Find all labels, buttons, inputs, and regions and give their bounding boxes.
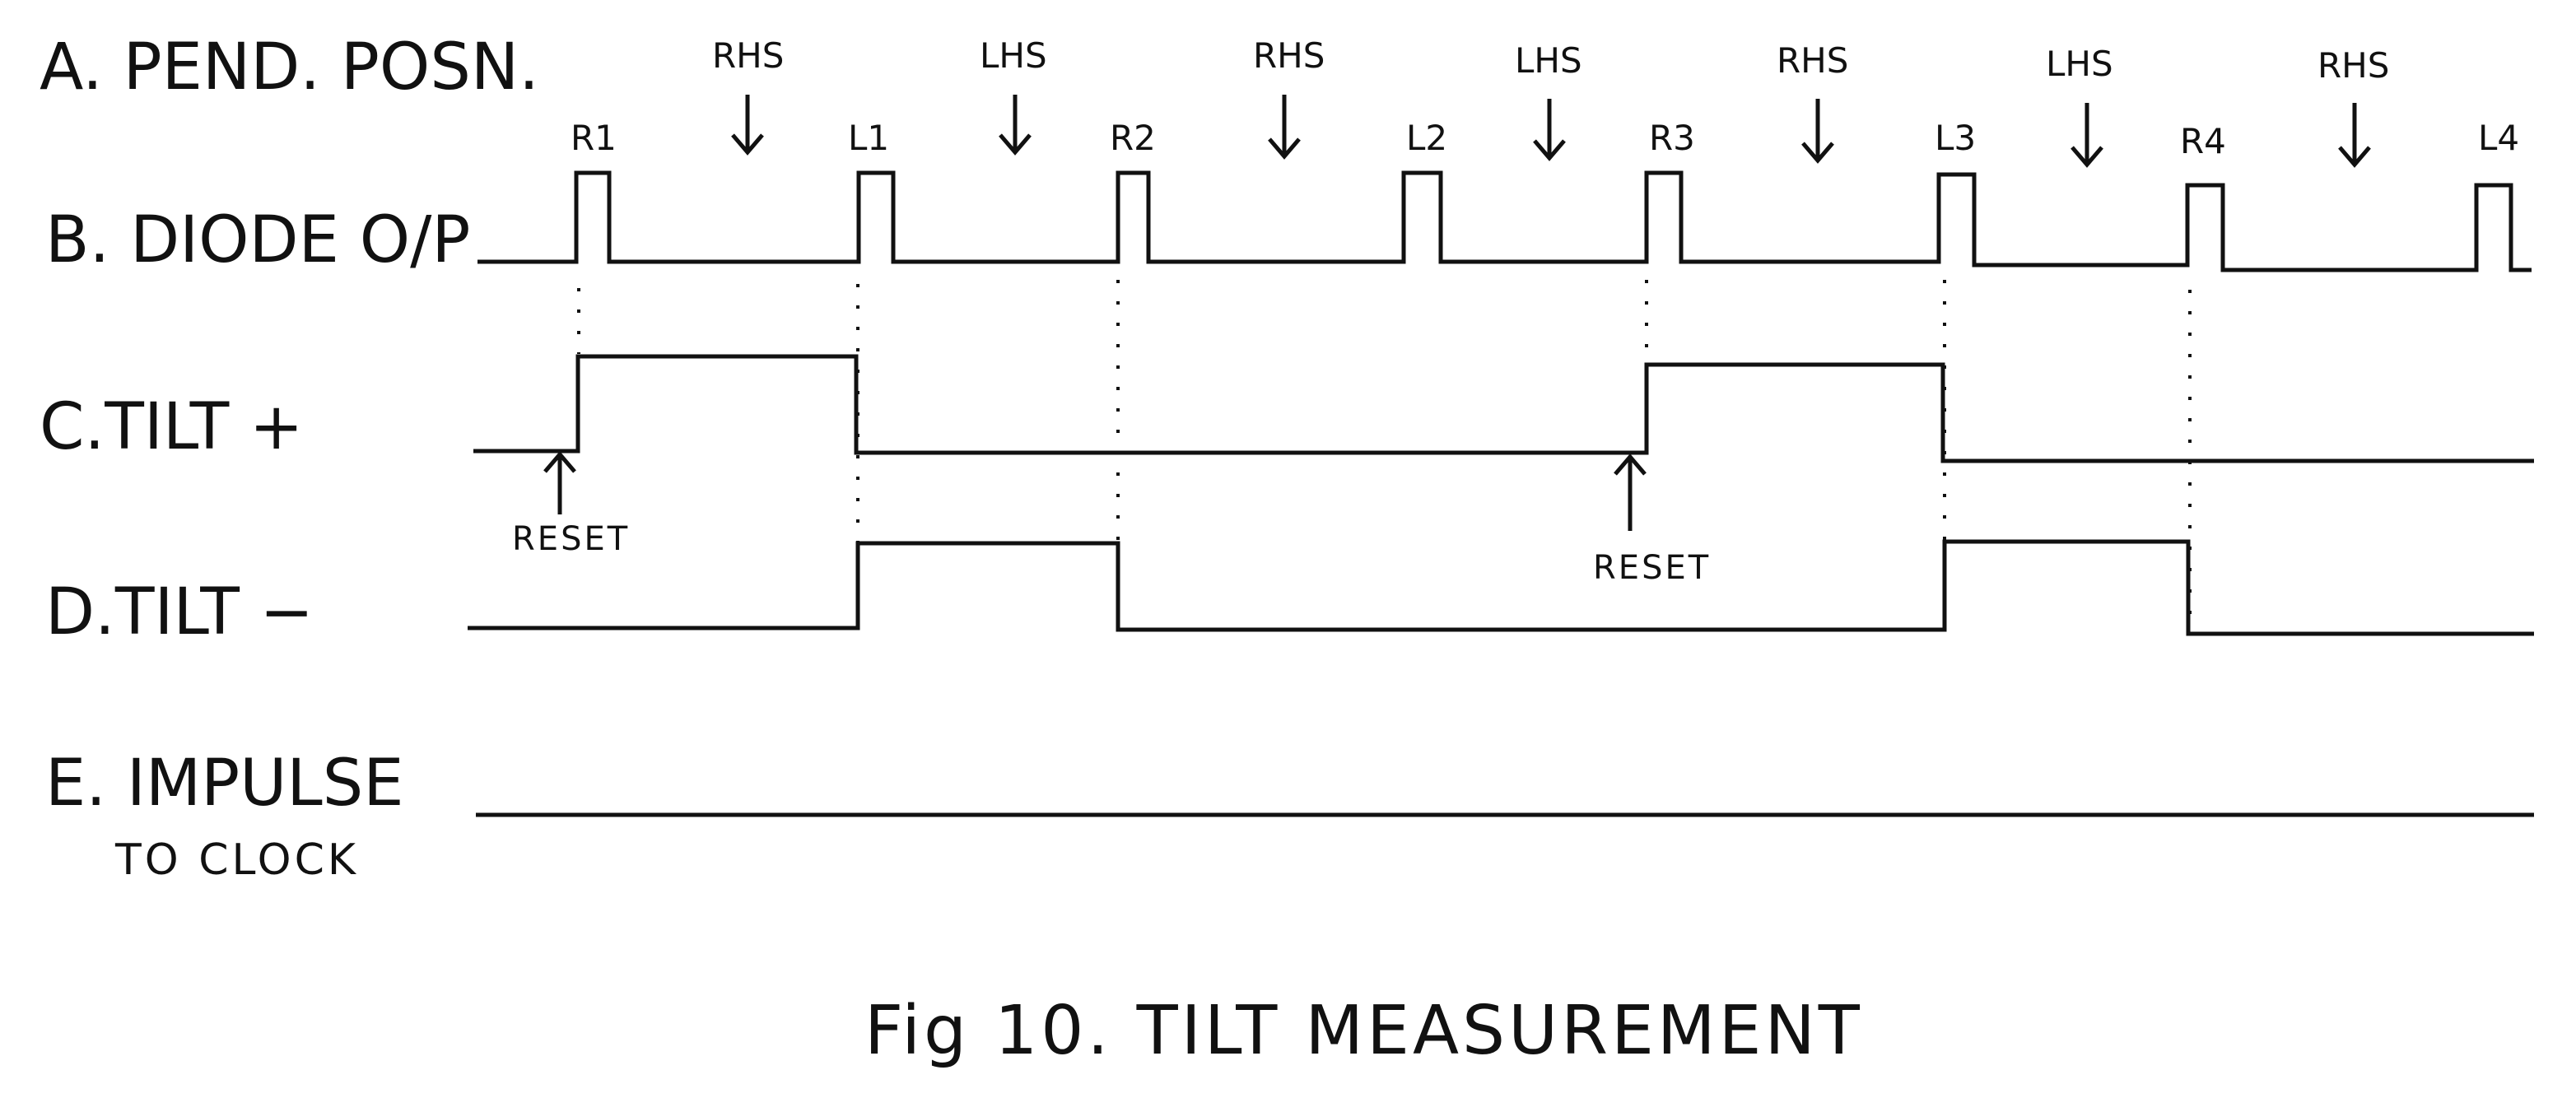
- pulse-label-l3: L3: [1935, 118, 1976, 158]
- position-marker-label: RHS: [2317, 45, 2389, 86]
- position-marker-label: RHS: [1253, 35, 1325, 76]
- down-arrow-icon: [2071, 103, 2103, 168]
- waveform-tilt-minus: [468, 539, 2534, 636]
- down-arrow-icon: [1268, 95, 1301, 160]
- pulse-label-r1: R1: [571, 118, 617, 158]
- position-marker-1: RHS: [712, 35, 784, 156]
- position-marker-7: RHS: [2317, 45, 2389, 168]
- position-marker-label: LHS: [2046, 44, 2113, 84]
- position-marker-label: RHS: [1777, 40, 1848, 81]
- position-marker-4: LHS: [1515, 40, 1582, 161]
- row-label-tilt-plus: C.TILT +: [40, 390, 303, 464]
- down-arrow-icon: [1533, 99, 1566, 161]
- figure-caption: Fig 10. TILT MEASUREMENT: [864, 992, 1863, 1070]
- up-arrow-icon: [1614, 454, 1647, 531]
- down-arrow-icon: [731, 95, 764, 156]
- waveform-diode-output: [477, 170, 2532, 272]
- position-marker-label: RHS: [712, 35, 784, 76]
- position-marker-3: RHS: [1253, 35, 1325, 160]
- reset-marker-2: RESET: [1593, 454, 1711, 587]
- row-label-diode-op: B. DIODE O/P: [45, 203, 470, 277]
- reset-label: RESET: [1593, 549, 1711, 587]
- row-label-impulse: E. IMPULSE: [45, 747, 404, 821]
- up-arrow-icon: [543, 451, 576, 514]
- pulse-label-l2: L2: [1406, 118, 1447, 158]
- down-arrow-icon: [2338, 103, 2371, 168]
- waveform-tilt-plus: [473, 354, 2534, 463]
- pulse-label-r2: R2: [1110, 118, 1156, 158]
- position-marker-5: RHS: [1777, 40, 1848, 164]
- down-arrow-icon: [999, 95, 1032, 156]
- position-marker-2: LHS: [980, 35, 1047, 156]
- row-sublabel-to-clock: TO CLOCK: [114, 835, 359, 885]
- down-arrow-icon: [1801, 99, 1834, 164]
- row-label-pend-posn: A. PEND. POSN.: [40, 30, 539, 105]
- position-marker-label: LHS: [1515, 40, 1582, 81]
- position-marker-label: LHS: [980, 35, 1047, 76]
- reset-label: RESET: [512, 520, 630, 558]
- pulse-label-l4: L4: [2478, 118, 2519, 158]
- pulse-label-r3: R3: [1649, 118, 1695, 158]
- reset-marker-1: RESET: [512, 451, 630, 558]
- position-marker-6: LHS: [2046, 44, 2113, 168]
- pulse-label-r4: R4: [2180, 121, 2226, 161]
- pulse-label-l1: L1: [848, 118, 889, 158]
- row-label-tilt-minus: D.TILT −: [45, 575, 314, 649]
